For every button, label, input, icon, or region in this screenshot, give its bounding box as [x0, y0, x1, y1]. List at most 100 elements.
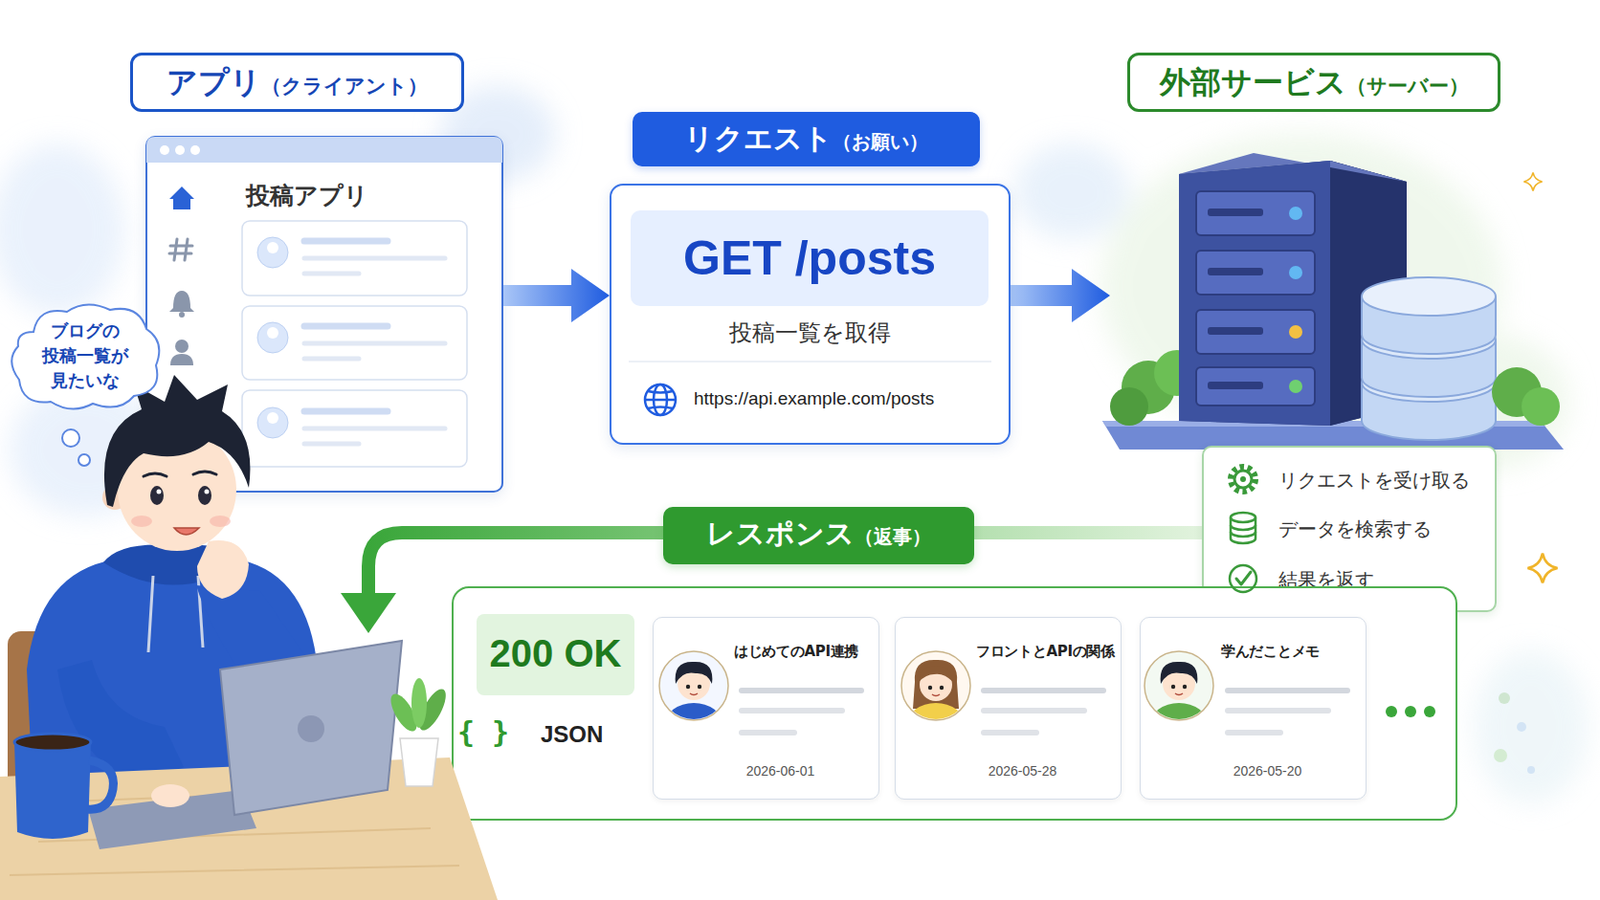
node-text: 投稿アプリ [245, 179, 369, 212]
sparkles-part [1527, 553, 1557, 583]
person-illustration-part [148, 576, 154, 653]
post-card: 学んだことメモ2026-05-20 [1139, 617, 1367, 800]
sidebar-icons-part [178, 311, 185, 318]
database-cylinder [1361, 277, 1496, 441]
sidebar-icons-part-part [170, 244, 193, 248]
card-lines [741, 690, 1348, 734]
avatar-girl-yellow [901, 651, 971, 746]
person-illustration-part [204, 489, 210, 495]
card-lines-part [983, 730, 1037, 736]
step-icons-part [1229, 565, 1257, 593]
step-icons [1229, 466, 1257, 593]
node-text: ブログの 投稿一覧が 見たいな [31, 318, 139, 394]
person-illustration-part [103, 544, 247, 585]
person-illustration-part [102, 485, 128, 511]
drive-bays [1196, 191, 1315, 406]
node-text: レスポンス [706, 514, 855, 554]
person-illustration-part [174, 528, 200, 535]
card-lines-part [1227, 708, 1329, 714]
sidebar-icons-part [169, 290, 195, 312]
avatar-boy-blue-part-part [697, 685, 702, 689]
step-icons-part [1230, 517, 1256, 544]
sidebar-icons-part-part [184, 239, 188, 261]
json-brace-label: { } [457, 715, 506, 750]
request-pill: リクエスト（お願い） [632, 111, 980, 167]
person-illustration-part [196, 585, 330, 730]
post-placeholders-part [257, 237, 289, 268]
globe-icon-part [644, 384, 676, 416]
app-window: 投稿アプリ [145, 135, 504, 493]
node-text: （サーバー） [1346, 66, 1469, 106]
response-box: JSON200 OKはじめてのAPI連携2026-06-01フロントとAPIの関… [451, 586, 1458, 822]
node-text: 2026-05-20 [1169, 763, 1366, 779]
window-title-bar [146, 136, 503, 163]
sidebar-icons-part [169, 239, 193, 261]
person-illustration-part [197, 540, 249, 600]
person-illustration-part [143, 471, 217, 477]
server-illustration-part [1178, 160, 1331, 426]
avatar-girl-yellow-part-part [919, 668, 953, 702]
avatar-boy-green-part [1144, 651, 1214, 721]
person-illustration-part [87, 760, 113, 810]
person-illustration-part [104, 375, 251, 508]
post-placeholders-part [304, 271, 359, 277]
node-text: GET /posts [630, 210, 989, 307]
decor-dots-part [1498, 692, 1511, 705]
drive-bays-part [1288, 379, 1303, 394]
node-text: https://api.example.com/posts [693, 388, 934, 410]
person-illustration-part [117, 428, 237, 552]
drive-bays-part [1288, 206, 1303, 221]
step-icons-part [1230, 466, 1256, 492]
avatar-girl-yellow-part [907, 660, 965, 746]
person-illustration-part [14, 733, 91, 752]
drive-bays-part [1196, 367, 1315, 406]
sidebar-icons-part-part [174, 239, 178, 261]
sidebar-icons-part-part [169, 252, 192, 256]
drive-bays-part [1288, 325, 1303, 339]
card-lines-part [741, 730, 795, 736]
response-pill: レスポンス（返事） [663, 507, 975, 565]
avatar-boy-green-part-part [1162, 667, 1196, 701]
sidebar-icons [169, 186, 195, 366]
watercolor-blobs-part [0, 143, 125, 316]
avatar-boy-green [1144, 651, 1214, 746]
person-illustration-part [14, 742, 91, 840]
status-box: 200 OK [476, 614, 635, 696]
avatar-girl-yellow-part [901, 651, 971, 721]
window-title-bar-part [159, 145, 170, 156]
globe-icon-part [647, 391, 673, 409]
avatar-boy-blue-part-part [675, 662, 713, 685]
step-icons-part [1230, 525, 1256, 537]
database-cylinder-part [1361, 277, 1496, 316]
avatar-girl-yellow-part-part [932, 694, 940, 697]
sidebar-icons-part [175, 339, 189, 354]
client-label: アプリ（クライアント） [130, 52, 465, 112]
avatar-boy-blue-part [659, 651, 729, 721]
watercolor-blobs-part [1473, 650, 1589, 804]
post-placeholders-part [257, 322, 289, 354]
post-card: はじめてのAPI連携2026-06-01 [652, 617, 880, 800]
person-illustration [0, 375, 498, 900]
avatar-boy-green-part-part [1175, 693, 1183, 696]
post-placeholders-part [242, 221, 467, 296]
decor-dots-part [1493, 749, 1508, 763]
person-illustration-part [7, 631, 77, 800]
node-text: リクエスト [684, 119, 833, 158]
avatar-boy-blue-part-part [689, 693, 698, 696]
post-placeholders-part [266, 412, 279, 424]
node-text: リクエストを受け取る [1278, 467, 1470, 494]
person-illustration-part [151, 784, 190, 808]
drive-bays-part [1207, 327, 1264, 335]
avatar-boy-green-part [1150, 662, 1208, 746]
avatar-boy-blue-part [665, 662, 723, 746]
json-dots-part [1385, 706, 1398, 718]
person-illustration-part [156, 489, 162, 495]
sidebar-icons-part [169, 186, 195, 210]
post-placeholders-part [304, 426, 445, 432]
step-icons-part [1240, 476, 1246, 483]
avatar-boy-green-part-part [1150, 703, 1208, 746]
bubble-tail [62, 429, 90, 467]
drive-bays-part [1207, 208, 1264, 217]
